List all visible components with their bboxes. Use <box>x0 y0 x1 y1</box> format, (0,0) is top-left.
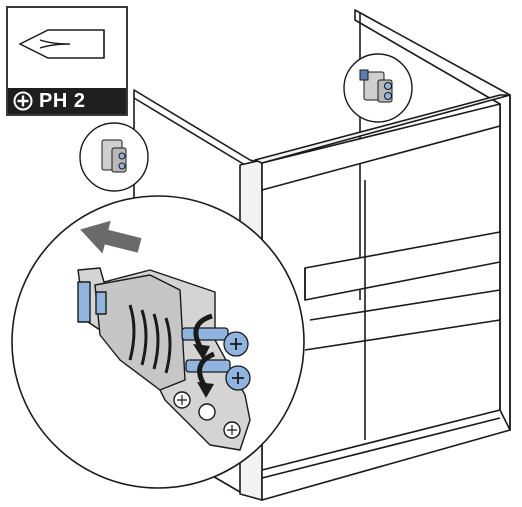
middle-rail <box>304 231 501 301</box>
rotate-tighten-arrow-icon <box>193 344 210 360</box>
rotate-tighten-arrow-icon <box>197 382 214 398</box>
phillips-cross-icon <box>13 91 33 111</box>
bottom-shelf <box>261 409 511 501</box>
screw-icon <box>185 359 251 391</box>
push-direction-arrow-icon <box>80 220 142 254</box>
tool-size-label: PH 2 <box>39 89 86 112</box>
drawer-mounting-clip-icon <box>101 139 127 173</box>
screwdriver-bit-icon <box>18 29 105 59</box>
detail-circle-right <box>343 53 413 123</box>
detail-circle-left <box>79 122 149 192</box>
top-rail <box>261 103 501 191</box>
drawer-mounting-clip-icon <box>359 69 393 103</box>
tool-label-bar: PH 2 <box>8 88 126 114</box>
zoom-detail-circle <box>11 195 305 489</box>
drawer-mounting-clip-icon <box>77 267 251 451</box>
